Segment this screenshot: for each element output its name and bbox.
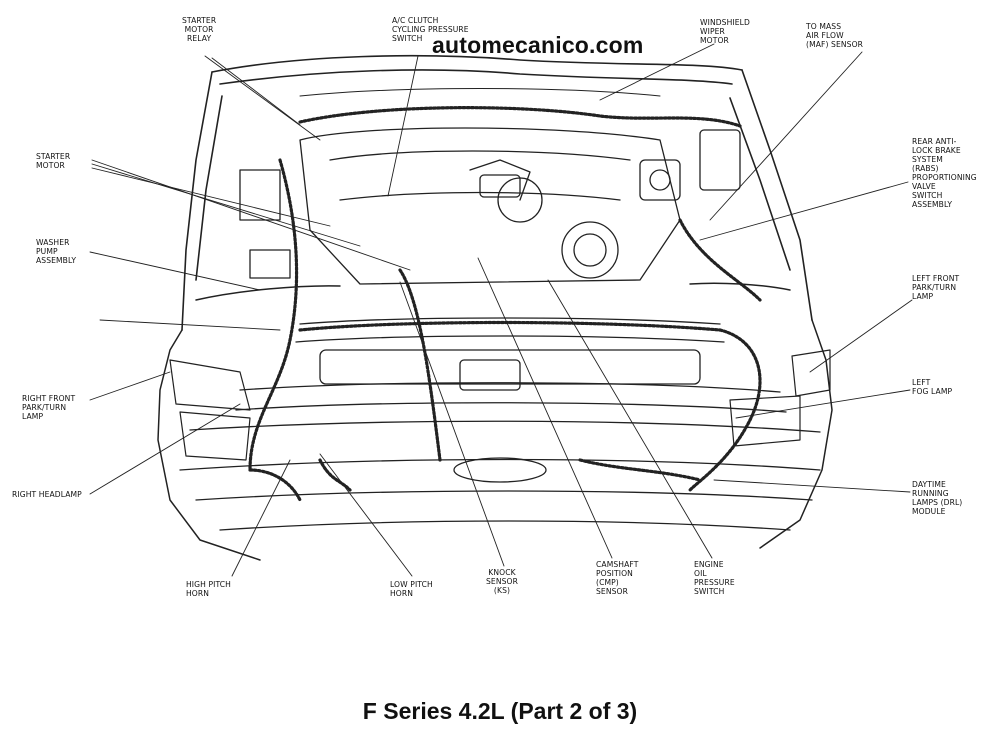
label-right-headlamp: RIGHT HEADLAMP	[12, 490, 82, 499]
diagram-caption: F Series 4.2L (Part 2 of 3)	[362, 698, 638, 724]
radiator-support	[179, 317, 821, 531]
wiring-harness	[248, 106, 762, 502]
leader-lines	[89, 43, 913, 577]
lamp-housings	[169, 349, 831, 461]
engine-block	[239, 127, 741, 285]
fender-outline	[157, 282, 833, 561]
watermark-text: automecanico.com	[432, 32, 644, 58]
